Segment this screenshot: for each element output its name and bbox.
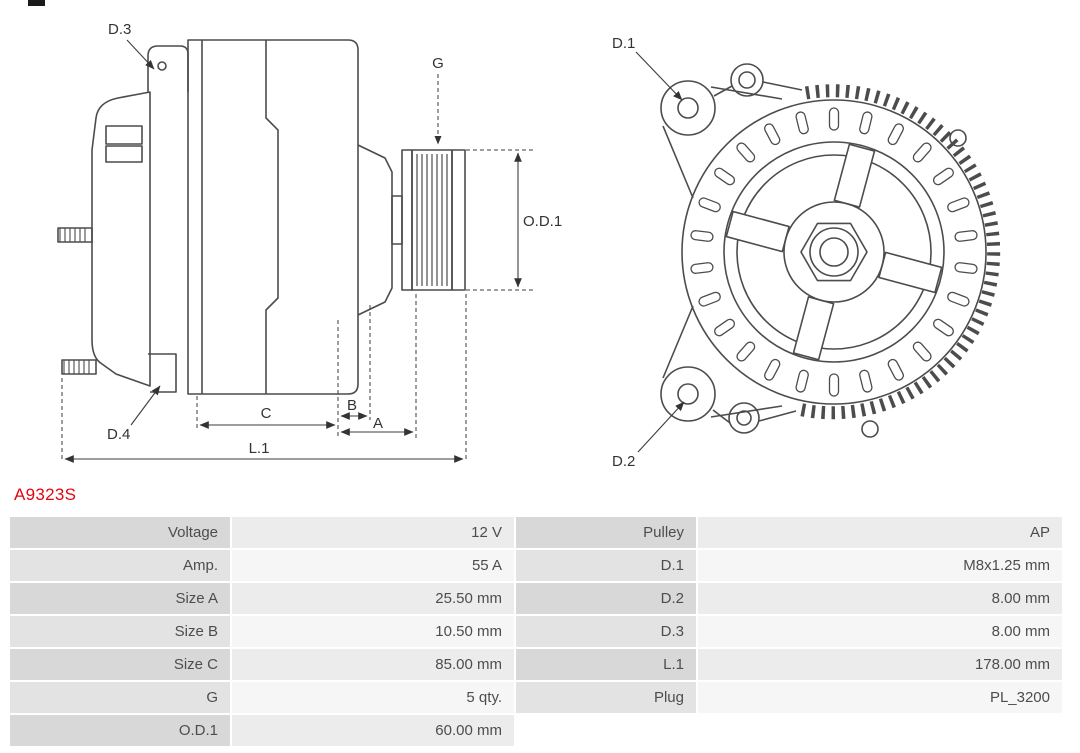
spec-value: 178.00 mm bbox=[698, 649, 1062, 680]
spec-value bbox=[698, 715, 1062, 746]
dim-label-l1: L.1 bbox=[249, 440, 270, 457]
spec-value: 55 A bbox=[232, 550, 514, 581]
dim-label-od1: O.D.1 bbox=[523, 213, 562, 230]
pulley-spokes bbox=[725, 143, 943, 361]
dim-label-d1: D.1 bbox=[612, 35, 635, 52]
dim-label-g: G bbox=[432, 55, 444, 72]
spec-value: AP bbox=[698, 517, 1062, 548]
spec-label: G bbox=[10, 682, 230, 713]
spec-value: 5 qty. bbox=[232, 682, 514, 713]
shaft-hex-nut bbox=[800, 222, 868, 282]
dim-label-d4: D.4 bbox=[107, 426, 130, 443]
dim-label-d2: D.2 bbox=[612, 453, 635, 470]
front-view-drawing bbox=[660, 63, 1001, 438]
spec-value: 8.00 mm bbox=[698, 583, 1062, 614]
spec-value: PL_3200 bbox=[698, 682, 1062, 713]
cooling-fin-teeth bbox=[796, 84, 1001, 420]
front-bracket bbox=[357, 144, 403, 316]
spec-label: O.D.1 bbox=[10, 715, 230, 746]
spec-row: Amp. 55 A D.1 M8x1.25 mm bbox=[10, 550, 1062, 581]
spec-row: G 5 qty. Plug PL_3200 bbox=[10, 682, 1062, 713]
nut-washer bbox=[809, 227, 859, 277]
spec-value: 25.50 mm bbox=[232, 583, 514, 614]
spec-row: Size C 85.00 mm L.1 178.00 mm bbox=[10, 649, 1062, 680]
vent-slots bbox=[690, 107, 978, 397]
spec-row: Voltage 12 V Pulley AP bbox=[10, 517, 1062, 548]
side-view-drawing bbox=[57, 39, 466, 395]
side-view-dimensions bbox=[61, 39, 534, 463]
spec-row: Size A 25.50 mm D.2 8.00 mm bbox=[10, 583, 1062, 614]
alternator-technical-drawing: D.3 G O.D.1 D.4 C B A L.1 bbox=[57, 21, 1001, 470]
housing-outline bbox=[681, 99, 987, 405]
pulley-inner-rim bbox=[736, 154, 932, 350]
spec-label: Size C bbox=[10, 649, 230, 680]
spec-value: M8x1.25 mm bbox=[698, 550, 1062, 581]
part-number: A9323S bbox=[14, 485, 77, 504]
terminal-studs bbox=[57, 227, 97, 375]
spec-label: L.1 bbox=[516, 649, 696, 680]
spec-label: D.3 bbox=[516, 616, 696, 647]
spec-label: D.2 bbox=[516, 583, 696, 614]
spec-value: 8.00 mm bbox=[698, 616, 1062, 647]
spec-value: 60.00 mm bbox=[232, 715, 514, 746]
rear-housing bbox=[91, 91, 151, 387]
spec-label: Size B bbox=[10, 616, 230, 647]
spec-row: Size B 10.50 mm D.3 8.00 mm bbox=[10, 616, 1062, 647]
dim-label-b: B bbox=[347, 397, 357, 414]
spec-label: Voltage bbox=[10, 517, 230, 548]
pulley-outer-rim bbox=[723, 141, 945, 363]
shaft-end bbox=[819, 237, 849, 267]
housing-bosses bbox=[712, 63, 967, 438]
spec-label: Pulley bbox=[516, 517, 696, 548]
mounting-ear-d2 bbox=[660, 305, 783, 422]
spec-label: Size A bbox=[10, 583, 230, 614]
spec-value: 12 V bbox=[232, 517, 514, 548]
spec-row: O.D.1 60.00 mm bbox=[10, 715, 1062, 746]
dim-label-c: C bbox=[261, 405, 272, 422]
mounting-ear-d1 bbox=[660, 80, 783, 199]
spec-label bbox=[516, 715, 696, 746]
spec-label: Plug bbox=[516, 682, 696, 713]
spec-table: Voltage 12 V Pulley AP Amp. 55 A D.1 M8x… bbox=[10, 517, 1062, 746]
spec-value: 85.00 mm bbox=[232, 649, 514, 680]
hub-circle bbox=[783, 201, 885, 303]
top-edge-artifact bbox=[28, 0, 45, 6]
pulley-side bbox=[401, 149, 466, 291]
dim-label-d3: D.3 bbox=[108, 21, 131, 38]
spec-value: 10.50 mm bbox=[232, 616, 514, 647]
dim-label-a: A bbox=[373, 415, 383, 432]
front-view-dimensions bbox=[635, 51, 685, 453]
spec-label: D.1 bbox=[516, 550, 696, 581]
spec-label: Amp. bbox=[10, 550, 230, 581]
main-body bbox=[148, 39, 359, 395]
